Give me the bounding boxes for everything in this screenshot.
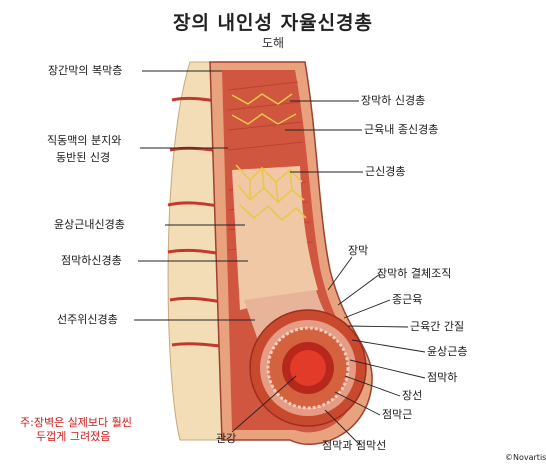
leader-lines — [134, 70, 426, 446]
label-intermuscular-stroma: 근육간 간질 — [410, 320, 465, 333]
label-circular-muscle: 윤상근층 — [427, 345, 468, 358]
label-subserosa-connective: 장막하 결체조직 — [377, 267, 452, 280]
subserosal-plexus-net — [231, 93, 297, 125]
label-muscularis-mucosae: 점막근 — [382, 408, 413, 421]
label-mesentery-peritoneum: 장간막의 복막층 — [48, 64, 123, 77]
label-myenteric-plexus: 근신경총 — [365, 165, 406, 178]
submucosa-region — [232, 166, 318, 310]
label-serosa: 장막 — [348, 244, 369, 257]
label-glands: 장선 — [402, 389, 423, 402]
diagram-subtitle: 도해 — [261, 36, 285, 50]
label-submucosa: 점막하 — [427, 371, 458, 384]
diagram-title: 장의 내인성 자율신경총 — [172, 12, 374, 34]
label-intramuscular-plexus: 근육내 종신경총 — [364, 123, 439, 136]
lumen-cross-section — [249, 309, 367, 427]
note-line1: 주:장벽은 실제보다 훨씬 — [20, 416, 132, 429]
label-submucosal-nerve-plexus: 점막하신경총 — [61, 254, 122, 267]
label-longitudinal-muscle: 종근육 — [392, 293, 423, 306]
publisher-signature: ©Novartis — [505, 453, 546, 462]
label-arteries-nerves-line2: 동반된 신경 — [56, 151, 111, 164]
label-circular-muscle-plexus: 윤상근내신경총 — [54, 218, 125, 231]
label-subserosal-plexus: 장막하 신경총 — [361, 94, 426, 107]
note-line2: 두껍게 그려졌음 — [36, 430, 111, 443]
label-arteries-nerves-line1: 직동맥의 분지와 — [47, 134, 122, 147]
label-mucosa-glands: 점막과 점막선 — [322, 439, 387, 452]
label-periglandular-plexus: 선주위신경총 — [57, 313, 118, 326]
label-lumen: 관강 — [216, 432, 237, 445]
